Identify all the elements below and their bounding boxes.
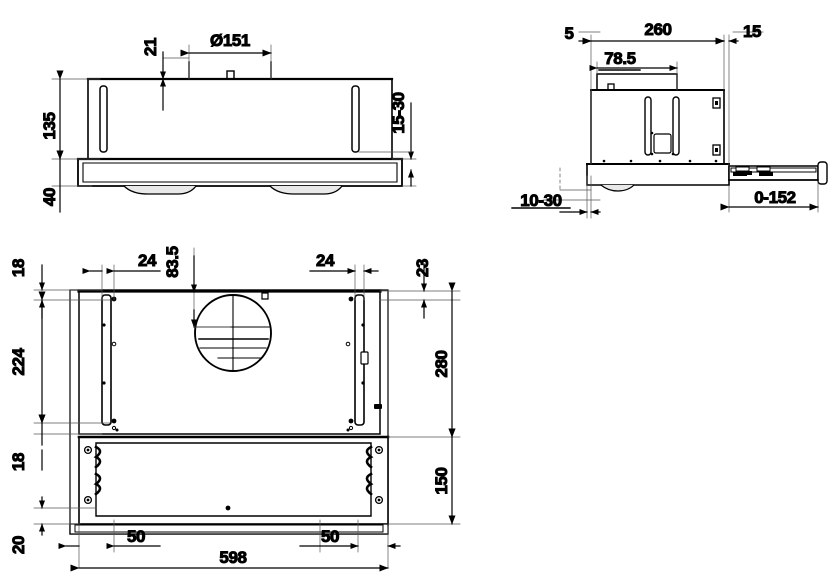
dimension-23-label: 23 (413, 259, 432, 277)
dimension-18-bottom: 18 (9, 414, 46, 472)
dimension-50-left-label: 50 (127, 527, 145, 546)
dimension-21-label: 21 (141, 38, 160, 56)
side-extension-lines (542, 31, 819, 219)
dimension-135-label: 135 (40, 112, 59, 139)
dimension-10-30-label: 10-30 (520, 191, 561, 210)
dimension-598-label: 598 (219, 548, 246, 567)
plan-rail-left (101, 294, 117, 431)
dimension-24-right-label: 24 (316, 251, 335, 270)
plan-pullout-drawer (69, 428, 390, 535)
duct-collar (188, 61, 272, 81)
dimension-50-right-label: 50 (321, 527, 339, 546)
dimension-18-top: 18 (9, 258, 45, 319)
pullout-drawer-front (76, 157, 404, 195)
dimension-15-label: 15 (743, 22, 761, 41)
dimension-diameter-151: Ø151 (180, 31, 272, 57)
view-plan: 18 224 18 20 24 24 (9, 246, 461, 572)
dimension-24-left: 24 (82, 251, 161, 274)
dimension-78-5: 78.5 (589, 49, 678, 71)
dimension-10-30: 10-30 (511, 191, 601, 215)
dimension-224-label: 224 (9, 347, 28, 375)
dimension-21: 21 (141, 37, 166, 111)
dimension-224: 224 (9, 291, 46, 424)
dimension-150-label: 150 (432, 467, 451, 494)
dimension-5: 5 (564, 24, 592, 44)
dimension-20: 20 (9, 496, 45, 555)
hood-body-front (86, 77, 394, 160)
view-front-elevation: 135 40 21 Ø151 15-30 (40, 31, 417, 213)
dimension-280: 280 (432, 282, 456, 438)
dimension-24-right: 24 (309, 251, 379, 274)
dimension-18-bottom-label: 18 (9, 453, 28, 471)
dimension-50-left: 50 (58, 527, 161, 549)
dimension-83-5: 83.5 (163, 246, 197, 328)
dimension-50-right: 50 (299, 527, 401, 549)
duct-box-side (596, 73, 678, 92)
dimension-24-left-label: 24 (138, 251, 157, 270)
dimension-18-top-label: 18 (9, 259, 28, 277)
telescopic-slider (728, 161, 828, 185)
dimension-83-5-label: 83.5 (163, 246, 182, 278)
dimension-260: 260 (582, 20, 725, 45)
dimension-5-label: 5 (564, 24, 573, 43)
dimension-20-label: 20 (9, 536, 28, 554)
dimension-0-152-label: 0-152 (754, 188, 795, 207)
dimension-135: 135 (40, 70, 64, 160)
dimension-280-label: 280 (432, 350, 451, 377)
plan-rail-right (345, 294, 382, 431)
dimension-40-label: 40 (40, 188, 59, 206)
hood-body-side (590, 89, 725, 165)
pullout-drawer-side (586, 163, 730, 192)
dimension-15: 15 (714, 22, 762, 44)
dimension-diameter-151-label: Ø151 (210, 31, 250, 50)
dimension-23: 23 (413, 258, 433, 319)
dimension-598: 598 (70, 548, 389, 572)
dimension-78-5-label: 78.5 (604, 49, 636, 68)
dimension-15-30: 15-30 (358, 92, 414, 187)
duct-circle (194, 292, 272, 372)
view-side-elevation: 5 260 15 78.5 10-30 0-152 (511, 20, 828, 219)
dimension-260-label: 260 (644, 20, 671, 39)
dimension-150: 150 (432, 428, 456, 525)
dimension-40: 40 (40, 150, 64, 213)
dimension-0-152: 0-152 (720, 188, 819, 211)
dimension-15-30-label: 15-30 (389, 92, 408, 133)
